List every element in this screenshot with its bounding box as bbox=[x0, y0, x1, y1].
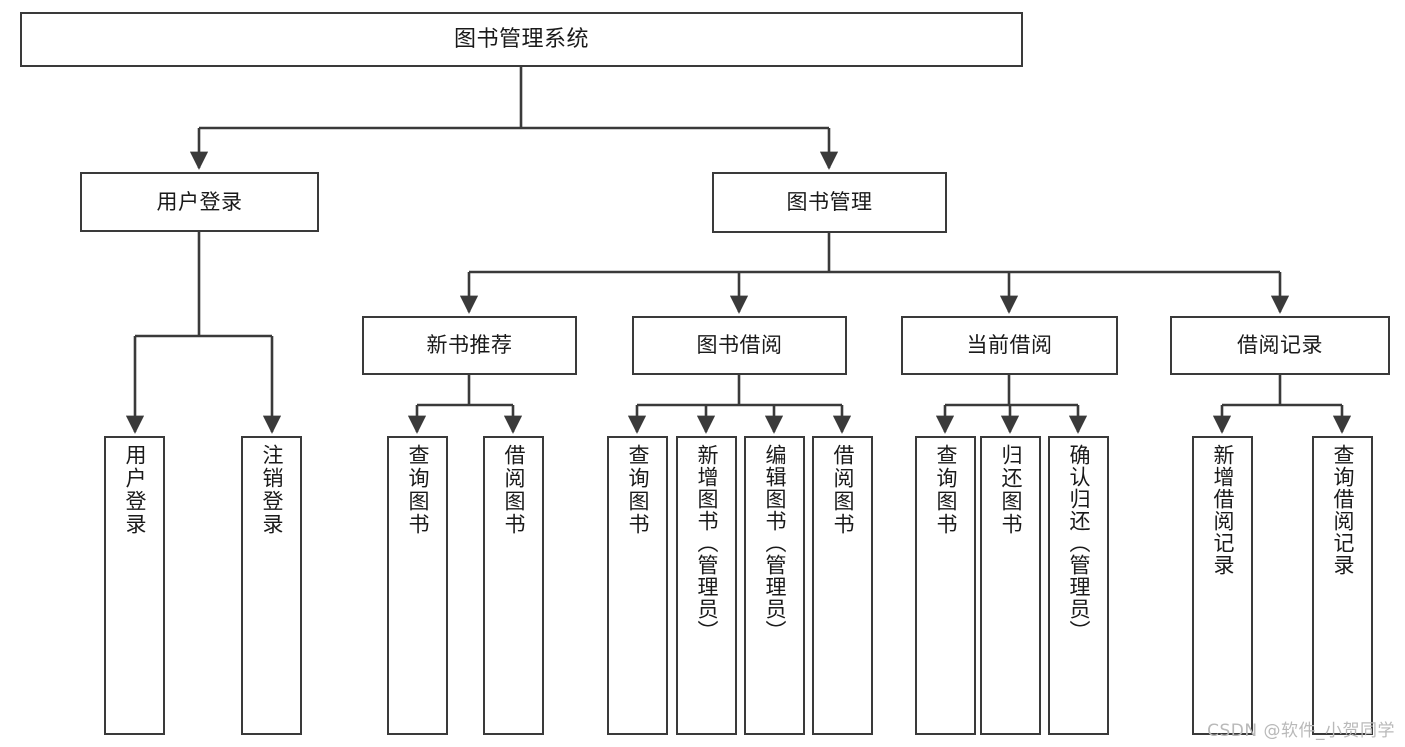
leaf-user-login-signin[interactable]: 用户登录 bbox=[104, 436, 165, 735]
leaf-book-borrow-edit-admin[interactable]: 编辑图书（管理员） bbox=[744, 436, 805, 735]
leaf-borrow-record-add[interactable]: 新增借阅记录 bbox=[1192, 436, 1253, 735]
leaf-new-book-borrow[interactable]: 借阅图书 bbox=[483, 436, 544, 735]
leaf-current-borrow-query[interactable]: 查询图书 bbox=[915, 436, 976, 735]
node-label: 图书借阅 bbox=[696, 333, 783, 358]
leaf-current-borrow-return[interactable]: 归还图书 bbox=[980, 436, 1041, 735]
node-label: 归还图书 bbox=[999, 444, 1023, 536]
node-borrow-record[interactable]: 借阅记录 bbox=[1170, 316, 1390, 375]
leaf-current-borrow-confirm-admin[interactable]: 确认归还（管理员） bbox=[1048, 436, 1109, 735]
node-label: 图书管理 bbox=[786, 190, 873, 215]
leaf-new-book-query[interactable]: 查询图书 bbox=[387, 436, 448, 735]
node-label: 新书推荐 bbox=[426, 333, 513, 358]
node-label: 用户登录 bbox=[123, 444, 147, 536]
node-current-borrow[interactable]: 当前借阅 bbox=[901, 316, 1118, 375]
node-label: 查询图书 bbox=[406, 444, 430, 536]
node-label: 新增借阅记录 bbox=[1211, 444, 1235, 576]
node-label: 确认归还（管理员） bbox=[1067, 444, 1091, 642]
node-label: 注销登录 bbox=[260, 444, 284, 536]
node-label: 图书管理系统 bbox=[453, 26, 589, 52]
leaf-user-login-signout[interactable]: 注销登录 bbox=[241, 436, 302, 735]
node-label: 当前借阅 bbox=[966, 333, 1053, 358]
node-book-borrow[interactable]: 图书借阅 bbox=[632, 316, 847, 375]
csdn-watermark: CSDN @软件_小贺同学 bbox=[1207, 721, 1395, 741]
node-new-book-recommend[interactable]: 新书推荐 bbox=[362, 316, 577, 375]
leaf-borrow-record-query[interactable]: 查询借阅记录 bbox=[1312, 436, 1373, 735]
node-label: 新增图书（管理员） bbox=[695, 444, 719, 642]
node-label: 用户登录 bbox=[156, 189, 243, 214]
node-label: 借阅图书 bbox=[502, 444, 526, 536]
node-label: 查询借阅记录 bbox=[1331, 444, 1355, 576]
node-book-management[interactable]: 图书管理 bbox=[712, 172, 947, 233]
node-user-login[interactable]: 用户登录 bbox=[80, 172, 319, 232]
node-label: 借阅图书 bbox=[831, 444, 855, 536]
node-root-system[interactable]: 图书管理系统 bbox=[20, 12, 1023, 67]
node-label: 借阅记录 bbox=[1237, 333, 1323, 358]
leaf-book-borrow-query[interactable]: 查询图书 bbox=[607, 436, 668, 735]
leaf-book-borrow-add-admin[interactable]: 新增图书（管理员） bbox=[676, 436, 737, 735]
node-label: 编辑图书（管理员） bbox=[763, 444, 787, 642]
leaf-book-borrow-borrow[interactable]: 借阅图书 bbox=[812, 436, 873, 735]
node-label: 查询图书 bbox=[626, 444, 650, 536]
node-label: 查询图书 bbox=[934, 444, 958, 536]
